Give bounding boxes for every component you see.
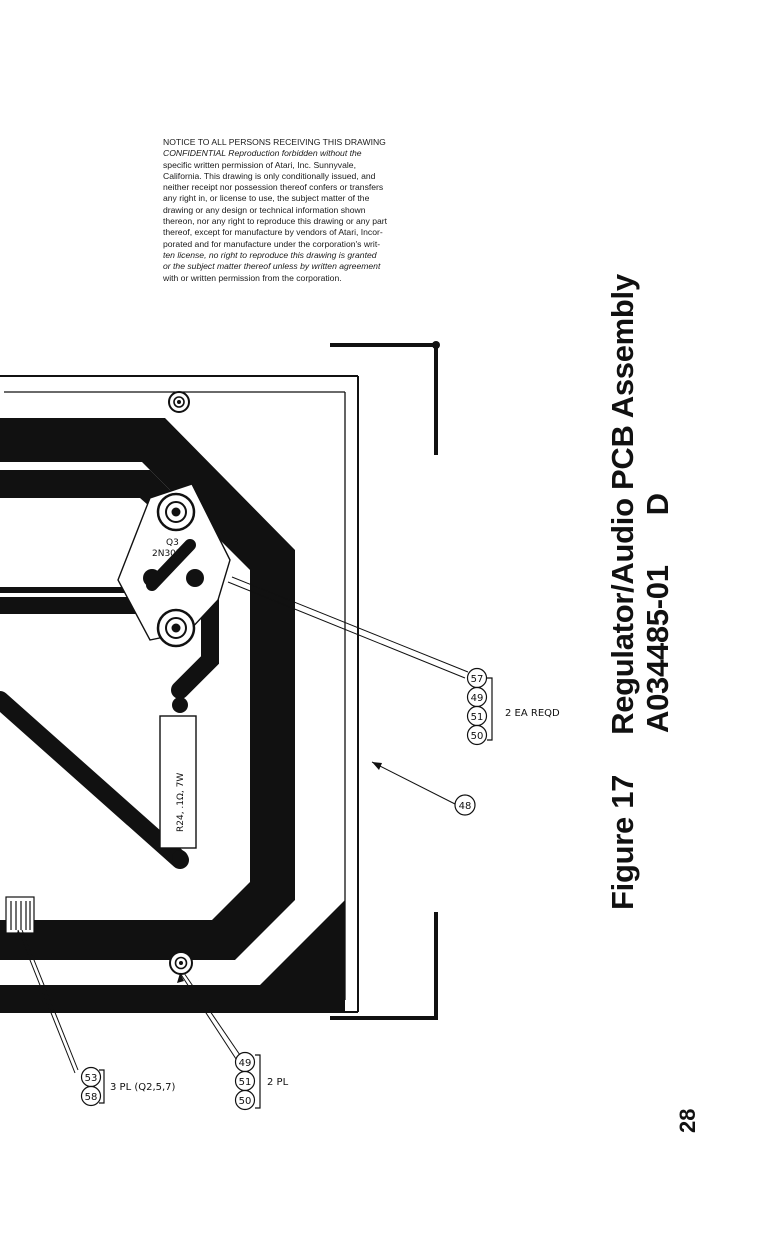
notice-line: porated and for manufacture under the co…	[163, 238, 381, 249]
callout-balloon: 53	[80, 1066, 102, 1088]
arrowheads	[15, 762, 382, 983]
callout-note: 2 EA REQD	[505, 708, 560, 719]
notice-line: neither receipt nor possession thereof c…	[163, 182, 384, 193]
notice-line: California. This drawing is only conditi…	[163, 170, 376, 181]
callout-balloon: 50	[466, 724, 488, 746]
callout-note: 2 PL	[267, 1077, 289, 1088]
callout-balloon: 49	[466, 686, 488, 708]
notice-line: specific written permission of Atari, In…	[163, 159, 356, 170]
notice-line: ten license, no right to reproduce this …	[163, 249, 377, 260]
transistor-q3	[117, 483, 231, 641]
callout-balloon: 57	[466, 667, 488, 689]
callout-balloon: 51	[466, 705, 488, 727]
callout-number: 50	[471, 731, 484, 742]
callout-bracket	[99, 677, 493, 1109]
notice-line: drawing or any design or technical infor…	[163, 204, 366, 215]
notice-line: with or written permission from the corp…	[163, 272, 342, 283]
callout-number: 50	[239, 1096, 252, 1107]
callout-balloon: 58	[80, 1085, 102, 1107]
mounting-bracket	[330, 341, 440, 1020]
callout-balloon: 51	[234, 1070, 256, 1092]
component-label-q3: Q3	[166, 538, 179, 548]
screw-mount	[168, 391, 190, 413]
screw-mount	[169, 951, 193, 975]
notice-line: NOTICE TO ALL PERSONS RECEIVING THIS DRA…	[163, 137, 386, 147]
notice-line: thereof, except for manufacture by vendo…	[163, 227, 383, 238]
pcb-traces	[0, 418, 345, 1012]
confidentiality-notice: NOTICE TO ALL PERSONS RECEIVING THIS DRA…	[163, 137, 463, 284]
callout-number: 49	[471, 693, 484, 704]
notice-line: thereon, nor any right to reproduce this…	[163, 216, 388, 227]
callout-balloon: 50	[234, 1089, 256, 1111]
leader-lines	[17, 576, 469, 1074]
resistor-label: R24, .1Ω, 7W	[176, 773, 186, 832]
notice-line: CONFIDENTIAL Reproduction forbidden with…	[163, 148, 362, 159]
callout-number: 53	[85, 1073, 98, 1084]
callout-note: 3 PL (Q2,5,7)	[110, 1082, 176, 1093]
notice-line: or the subject matter thereof unless by …	[163, 261, 381, 272]
edge-connector	[5, 896, 35, 934]
callout-number: 49	[239, 1058, 252, 1069]
component-label-q3-type: 2N3055	[152, 549, 187, 559]
callout-balloon: 48	[454, 794, 476, 816]
callout-balloon: 49	[234, 1051, 256, 1073]
callout-number: 57	[471, 674, 484, 685]
notice-line: any right in, or license to use, the sub…	[163, 193, 370, 204]
callout-number: 51	[239, 1077, 252, 1088]
resistor-r24	[159, 715, 197, 849]
callout-number: 48	[459, 801, 472, 812]
screw-mount	[156, 492, 196, 532]
callout-number: 51	[471, 712, 484, 723]
screw-mount	[156, 608, 196, 648]
callout-number: 58	[85, 1092, 98, 1103]
